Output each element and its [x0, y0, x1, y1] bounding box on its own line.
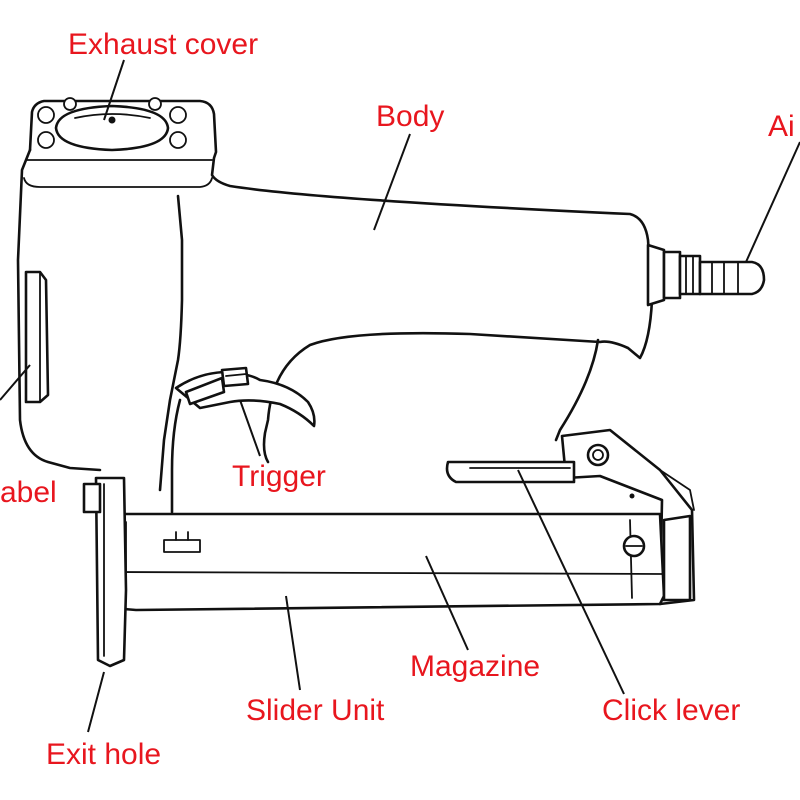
label-slider-unit: Slider Unit	[246, 694, 385, 727]
label-trigger: Trigger	[232, 460, 326, 493]
leader-slider-unit	[285, 595, 301, 691]
label-air-inlet: Ai	[768, 110, 795, 143]
nose	[82, 476, 128, 668]
leader-exhaust-cover	[103, 59, 125, 121]
leader-exit-hole	[87, 671, 105, 733]
leader-lines	[0, 59, 800, 733]
leader-air	[745, 141, 800, 263]
label-label: abel	[0, 476, 57, 509]
leader-trigger	[239, 399, 261, 457]
trigger	[170, 366, 316, 514]
magazine	[108, 512, 692, 612]
leader-label	[0, 364, 31, 401]
label-exit-hole: Exit hole	[46, 738, 162, 771]
label-magazine: Magazine	[410, 650, 541, 683]
label-click-lever: Click lever	[602, 694, 741, 727]
air-fitting	[646, 243, 766, 307]
label-exhaust-cover: Exhaust cover	[68, 28, 259, 61]
label-body: Body	[376, 100, 445, 133]
leader-magazine	[425, 555, 469, 651]
leader-body	[373, 133, 411, 231]
leader-click-lever	[517, 469, 625, 695]
tool-body	[16, 97, 654, 492]
